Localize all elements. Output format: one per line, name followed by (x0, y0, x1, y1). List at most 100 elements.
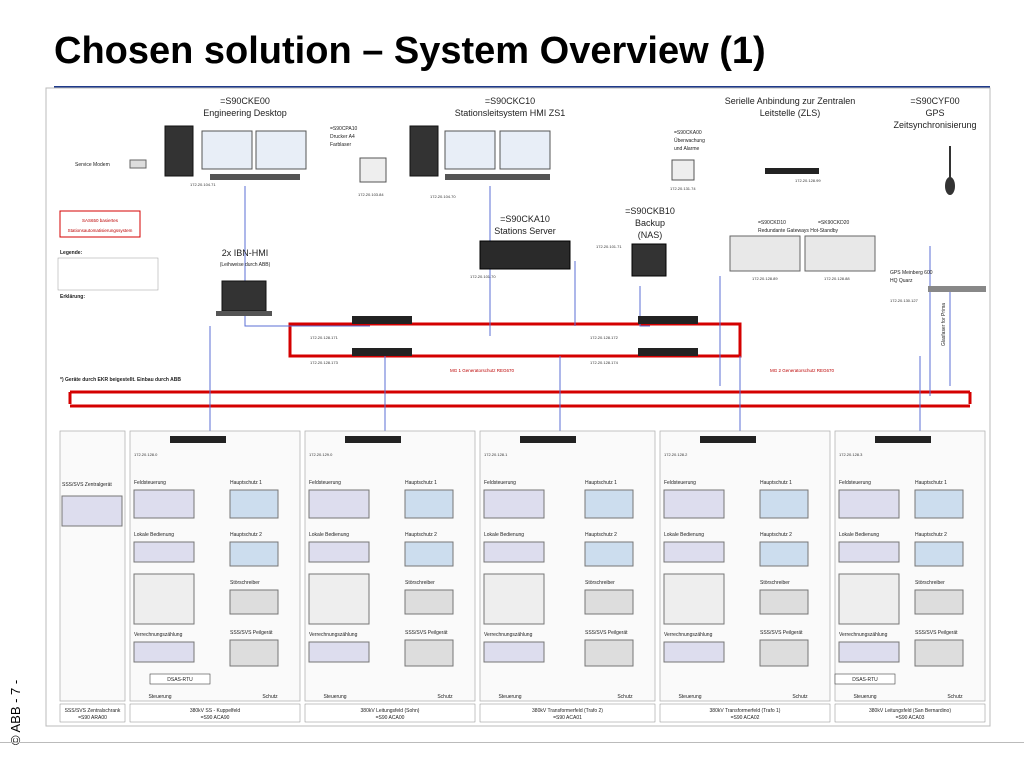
bay-device-label: Verrechnungszählung (484, 632, 533, 638)
bay-mimic-icon (483, 573, 545, 625)
nas-label-2: (NAS) (638, 230, 663, 240)
bay-device-label: SSS/SVS Peilgerät (230, 630, 273, 636)
switch-ip: 172.20.128.174 (590, 360, 619, 365)
bay-device-label: Lokale Bedienung (664, 532, 704, 538)
bay-device-label: Störschreiber (915, 580, 945, 586)
printer-label: Drucker A4 (330, 134, 355, 140)
bay-footer-code: =S90 ACA02 (731, 715, 760, 721)
gateway-1-id: =S90CKD10 (758, 220, 786, 226)
sas-badge: SAS650 basiertes Stationsautomatisierung… (59, 210, 141, 238)
bay-device-icon (404, 589, 454, 615)
ibn-hmi: 2x IBN-HMI (Leihweise durch ABB) (216, 248, 272, 316)
bay-device-icon (663, 541, 725, 563)
bay-device-icon (759, 639, 809, 667)
switch-ip: 172.20.128.173 (310, 360, 339, 365)
bay-device-label: Lokale Bedienung (134, 532, 174, 538)
bay-device-label: Hauptschutz 1 (405, 480, 437, 486)
annotation-mg2: MG 2 Generatorschutz REG670 (770, 368, 835, 373)
bay-device-icon (229, 489, 279, 519)
bay-device-icon (759, 589, 809, 615)
bay-switch-icon (875, 436, 931, 443)
bay-device-label: Hauptschutz 2 (405, 532, 437, 538)
nas-icon (631, 243, 667, 277)
bay-device-icon (483, 541, 545, 563)
printer-type: Farblaser (330, 142, 351, 148)
bay-device-icon (404, 639, 454, 667)
monitor-icon (444, 130, 496, 170)
alarm-label-2: und Alarme (674, 146, 700, 152)
gateway-switch-icon (765, 168, 819, 174)
title-divider (54, 86, 990, 88)
bay-device-icon (759, 489, 809, 519)
switch-icon (352, 316, 412, 324)
bay-steuerung-label: Steuerung (678, 694, 701, 700)
bay-device-label: SSS/SVS Zentralgerät (62, 482, 112, 488)
bay-ip: 172.20.128.3 (839, 452, 863, 457)
bay-footer (129, 703, 301, 723)
bay-device-icon (483, 489, 545, 519)
modem-icon (129, 159, 147, 169)
redundant-gateways: =S90CKD10 =SK90CKD20 Redundante Gateways… (729, 220, 876, 281)
nas-id: =S90CKB10 (625, 206, 675, 216)
diagram-frame (45, 87, 991, 727)
rtu-label: DSAS-RTU (167, 677, 193, 683)
gps-sync: =S90CYF00 GPS Zeitsynchronisierung (893, 96, 977, 195)
bay-device-icon (483, 641, 545, 663)
bay-ip: 172.20.128.1 (484, 452, 508, 457)
bay-footer-label: 380kV Leitungsfeld (San Bernardino) (869, 708, 951, 714)
bay-device-label: Feldsteuerung (664, 480, 696, 486)
engineering-desktop-ip: 172.20.104.71 (190, 182, 216, 187)
bay-ip: 172.20.128.2 (664, 452, 688, 457)
nas-label: Backup (635, 218, 665, 228)
gps-antenna-icon (945, 177, 955, 195)
server-ip: 172.20.101.70 (470, 274, 496, 279)
gps-id: =S90CYF00 (910, 96, 959, 106)
station-hmi: =S90CKC10 Stationsleitsystem HMI ZS1 172… (409, 96, 566, 199)
gps-meinberg: GPS Meinberg 600 HQ Quarz 172.20.130.127 (890, 270, 986, 303)
bay-footer-label: SSS/SVS Zentralschrank (65, 708, 121, 714)
bay-schutz-label: Schutz (437, 694, 453, 700)
legend-heading: Legende: (60, 250, 83, 256)
gateway-2-id: =SK90CKD20 (818, 220, 849, 226)
gateway-switch-ip: 172.20.128.99 (795, 178, 821, 183)
service-modem-label: Service Modem (75, 162, 110, 168)
bay-device-icon (404, 541, 454, 567)
bay-device-label: Hauptschutz 2 (915, 532, 947, 538)
sas-label-2: Stationsautomatisierungssystem (68, 228, 133, 233)
switch-icon (638, 348, 698, 356)
bay-switch-icon (700, 436, 756, 443)
bay-device-icon (308, 489, 370, 519)
gps-device-label-2: HQ Quarz (890, 278, 913, 284)
switch-icon (352, 348, 412, 356)
page-title: Chosen solution – System Overview (1) (54, 30, 766, 72)
bay-ip: 172.20.128.0 (134, 452, 158, 457)
rtu-label: DSAS-RTU (852, 677, 878, 683)
bay-panels: SSS/SVS Zentralschrank=S90 ARA00SSS/SVS … (59, 430, 986, 723)
stations-server: =S90CKA10 Stations Server 172.20.101.70 (470, 214, 571, 279)
hmi-name: Stationsleitsystem HMI ZS1 (455, 108, 566, 118)
gateway-label: Redundante Gateways Hot-Standby (758, 228, 839, 234)
bay-footer (59, 703, 126, 723)
hmi-id: =S90CKC10 (485, 96, 535, 106)
annotation-mg1: MG 1 Generatorschutz REG670 (450, 368, 515, 373)
rtu-box (149, 673, 211, 685)
monitor-icon (499, 130, 551, 170)
monitor-icon (201, 130, 253, 170)
bay-device-label: SSS/SVS Peilgerät (760, 630, 803, 636)
bay-footer (659, 703, 831, 723)
bay-device-label: Lokale Bedienung (309, 532, 349, 538)
bay-schutz-label: Schutz (947, 694, 963, 700)
bay-device-label: Feldsteuerung (484, 480, 516, 486)
laptop-icon (221, 280, 267, 312)
explanation-heading: Erklärung: (60, 294, 85, 300)
alarm-monitor: =S90CKA00 Überwachung und Alarme 172.20.… (670, 130, 705, 191)
bay-device-label: Feldsteuerung (134, 480, 166, 486)
printer-id: =S90CPA10 (330, 126, 358, 132)
bay-device-icon (229, 639, 279, 667)
gateway-rack-icon (729, 235, 801, 272)
switch-icon (638, 316, 698, 324)
bay-device-label: Hauptschutz 2 (760, 532, 792, 538)
bay-device-icon (838, 641, 900, 663)
bay-schutz-label: Schutz (617, 694, 633, 700)
gps-label: Zeitsynchronisierung (893, 120, 976, 130)
